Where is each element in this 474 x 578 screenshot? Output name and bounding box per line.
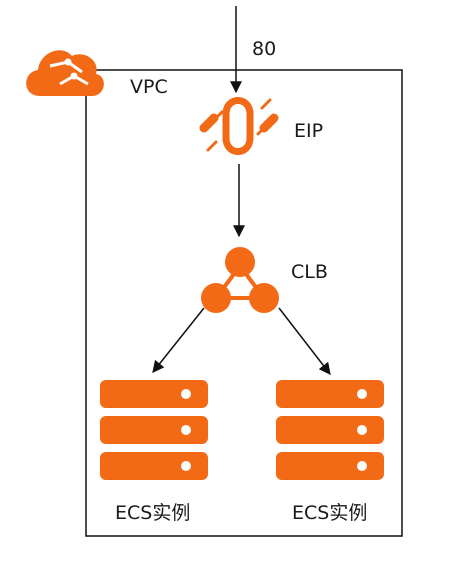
load-balancer-triangle-icon bbox=[201, 247, 279, 313]
clb-to-ecs-left-arrow bbox=[152, 307, 205, 373]
elastic-ip-plug-icon bbox=[199, 97, 279, 155]
alibaba-cloud-icon bbox=[26, 50, 104, 96]
ecs-server-left-icon bbox=[100, 380, 208, 480]
clb-to-ecs-right-arrow bbox=[278, 307, 331, 375]
clb-label: CLB bbox=[291, 261, 328, 283]
eip-label: EIP bbox=[294, 120, 324, 142]
port-label: 80 bbox=[252, 38, 277, 60]
ecs-left-label: ECS实例 bbox=[115, 502, 191, 524]
vpc-boundary bbox=[85, 69, 403, 537]
ecs-server-right-icon bbox=[276, 380, 384, 480]
vpc-label: VPC bbox=[130, 76, 168, 98]
ecs-right-label: ECS实例 bbox=[292, 502, 368, 524]
